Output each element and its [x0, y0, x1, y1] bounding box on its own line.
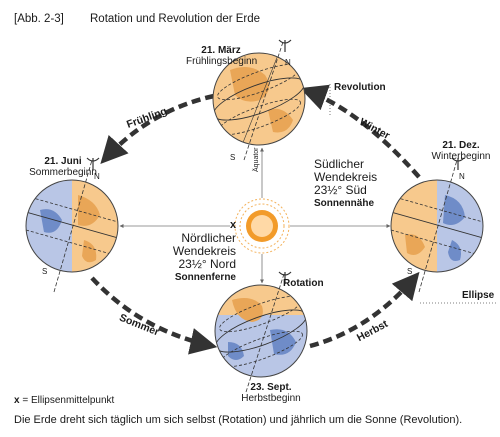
south-tropic-line2: Wendekreis [314, 170, 378, 184]
label-march: 21. März Frühlingsbeginn [186, 45, 258, 67]
north-tropic-text: Nördlicher Wendekreis 23½° Nord Sonnenfe… [130, 232, 236, 284]
rotation-icon-march [278, 39, 292, 52]
figure-number: [Abb. 2-3] [14, 13, 64, 25]
september-date: 23. Sept. [250, 382, 292, 393]
june-date: 21. Juni [44, 156, 82, 167]
orbit-arrow-winter [299, 84, 421, 179]
pole-s-march: S [230, 153, 236, 162]
south-tropic-distance: Sonnennähe [314, 198, 375, 209]
figure-title: Rotation und Revolution der Erde [90, 13, 261, 25]
pole-s-december: S [407, 267, 413, 276]
rotation-icon-december [451, 157, 465, 170]
north-tropic-line1: Nördlicher [181, 231, 236, 245]
north-tropic-line2: Wendekreis [172, 244, 236, 258]
globe-december [390, 179, 484, 273]
south-tropic-line1: Südlicher [314, 157, 365, 171]
december-date: 21. Dez. [442, 140, 480, 151]
globe-march [212, 52, 306, 146]
callout-ellipse: Ellipse [462, 290, 495, 301]
september-label: Herbstbeginn [241, 393, 301, 404]
legend-symbol: x [14, 395, 20, 406]
rotation-icon-june [86, 157, 100, 170]
south-tropic-text: Südlicher Wendekreis 23½° Süd Sonnennähe [314, 158, 414, 210]
orbit-arrow-autumn [309, 271, 420, 349]
june-label: Sommerbeginn [29, 167, 97, 178]
equator-label: Äquator [253, 147, 260, 172]
pole-s-june: S [42, 267, 48, 276]
figure-caption: Die Erde dreht sich täglich um sich selb… [14, 414, 463, 426]
march-date: 21. März [201, 45, 241, 56]
axis-september [245, 273, 285, 393]
march-label: Frühlingsbeginn [186, 56, 258, 67]
sun-icon [234, 198, 290, 254]
axis-june [53, 159, 93, 293]
globe-september [214, 284, 308, 378]
callout-rotation: Rotation [283, 278, 324, 289]
label-september: 23. Sept. Herbstbeginn [236, 382, 306, 404]
pole-n-december: N [459, 172, 465, 181]
orbit-arrow-summer [90, 276, 218, 355]
pole-n-june: N [94, 172, 100, 181]
legend: x = Ellipsenmittelpunkt [14, 395, 114, 406]
orbit-arrow-spring [100, 93, 215, 164]
south-tropic-line3: 23½° Süd [314, 183, 367, 197]
label-december: 21. Dez. Winterbeginn [427, 140, 495, 162]
pole-n-march: N [285, 58, 291, 67]
callout-revolution: Revolution [334, 82, 386, 93]
axis-march [243, 41, 284, 161]
december-label: Winterbeginn [431, 151, 491, 162]
axis-december [418, 159, 458, 293]
north-tropic-distance: Sonnenferne [174, 272, 236, 283]
label-june: 21. Juni Sommerbeginn [28, 156, 98, 178]
ellipse-center-mark: x [230, 219, 237, 231]
rotation-icon-september [278, 271, 292, 284]
north-tropic-line3: 23½° Nord [178, 257, 237, 271]
legend-text: = Ellipsenmittelpunkt [22, 395, 115, 406]
globe-june [25, 179, 119, 273]
